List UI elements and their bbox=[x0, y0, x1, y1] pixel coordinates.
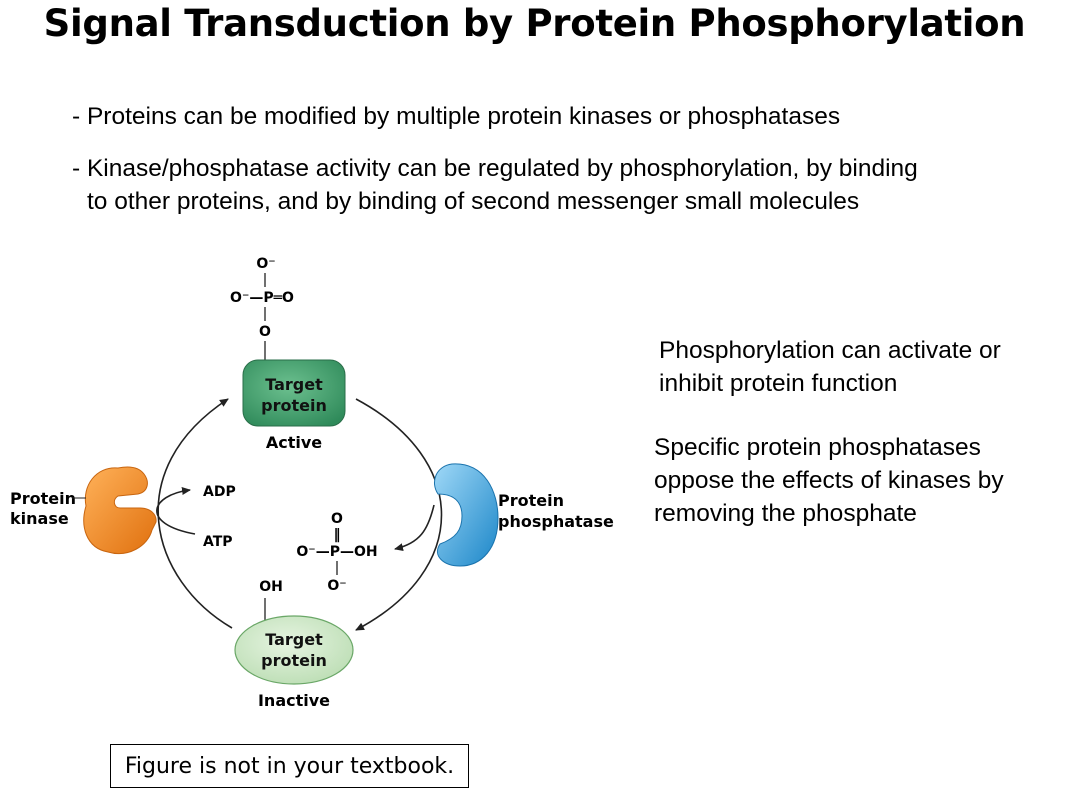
kinase-cycle-arrow bbox=[157, 398, 233, 629]
phosphate-o-bottom: O bbox=[259, 324, 271, 340]
side-note-activate: Phosphorylation can activate or inhibit … bbox=[659, 337, 1001, 397]
phosphate-group-released: O ‖ O⁻—P—OH O⁻ bbox=[296, 511, 377, 594]
active-state-label: Active bbox=[266, 433, 322, 452]
phosphatase-cycle-arrow bbox=[355, 398, 443, 631]
phosphate-release-arrow bbox=[394, 504, 435, 552]
free-phosphate-o-minus-bottom: O⁻ bbox=[327, 578, 346, 594]
phosphorylation-cycle-diagram: O⁻ O⁻—P═O O Target protein Active ADP AT… bbox=[10, 256, 614, 710]
phosphate-p-row: O⁻—P═O bbox=[230, 290, 294, 306]
side-note-phosphatases: Specific protein phosphatases oppose the… bbox=[654, 434, 1004, 527]
inactive-state-label: Inactive bbox=[258, 691, 330, 710]
adp-label: ADP bbox=[203, 484, 236, 500]
phosphatase-label-line-1: Protein bbox=[498, 491, 564, 510]
slide-title: Signal Transduction by Protein Phosphory… bbox=[43, 2, 1026, 45]
footnote-box: Figure is not in your textbook. bbox=[110, 744, 469, 788]
phosphate-o-minus-top: O⁻ bbox=[256, 256, 275, 272]
phosphatase-label-line-2: phosphatase bbox=[498, 512, 614, 531]
kinase-label-line-1: Protein bbox=[10, 489, 76, 508]
phosphate-group-attached: O⁻ O⁻—P═O O bbox=[230, 256, 294, 362]
protein-kinase-shape bbox=[83, 466, 157, 554]
protein-phosphatase-shape bbox=[434, 463, 499, 567]
active-label-line-2: protein bbox=[261, 396, 327, 415]
bullet-2: - Kinase/phosphatase activity can be reg… bbox=[72, 152, 1032, 218]
free-phosphate-p-row: O⁻—P—OH bbox=[296, 544, 377, 560]
active-label-line-1: Target bbox=[265, 375, 323, 394]
inactive-label-line-2: protein bbox=[261, 651, 327, 670]
kinase-label-line-2: kinase bbox=[10, 509, 69, 528]
free-phosphate-double-bond: ‖ bbox=[334, 527, 341, 543]
bullet-2-line-2: to other proteins, and by binding of sec… bbox=[87, 188, 860, 215]
bullet-1: - Proteins can be modified by multiple p… bbox=[72, 103, 841, 130]
hydroxyl-label: OH bbox=[259, 579, 283, 595]
target-protein-active: Target protein Active bbox=[242, 359, 346, 452]
free-phosphate-o-top: O bbox=[331, 511, 343, 527]
atp-label: ATP bbox=[203, 534, 233, 550]
atp-adp-arrow bbox=[156, 487, 196, 535]
bullet-2-line-1: - Kinase/phosphatase activity can be reg… bbox=[72, 155, 918, 182]
target-protein-inactive: Target protein Inactive bbox=[234, 615, 354, 710]
inactive-label-line-1: Target bbox=[265, 630, 323, 649]
